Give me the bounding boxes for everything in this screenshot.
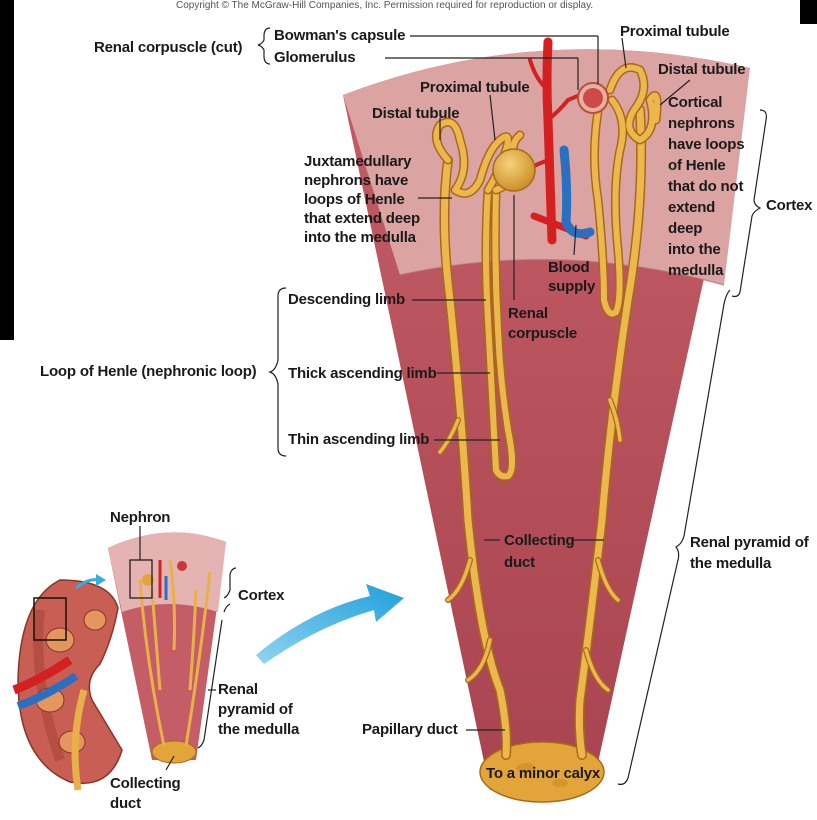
dark-border-left	[0, 0, 14, 340]
copyright-notice: Copyright © The McGraw-Hill Companies, I…	[176, 0, 593, 11]
label-collecting-duct-main: Collecting duct	[504, 530, 575, 574]
label-cortex-main: Cortex	[766, 196, 812, 215]
small-wedge	[108, 526, 236, 770]
renal-corpuscle-juxtamedullary	[493, 149, 535, 191]
label-papillary-duct: Papillary duct	[362, 720, 458, 739]
label-collecting-duct-small: Collecting duct	[110, 774, 181, 814]
label-distal-tubule-left: Distal tubule	[372, 104, 459, 123]
label-blood-supply: Blood supply	[548, 258, 595, 296]
label-loop-of-henle: Loop of Henle (nephronic loop)	[40, 362, 256, 381]
label-bowmans-capsule: Bowman's capsule	[274, 26, 405, 45]
label-renal-pyramid-main: Renal pyramid of the medulla	[690, 532, 809, 574]
label-nephron: Nephron	[110, 508, 170, 527]
label-renal-corpuscle: Renal corpuscle	[508, 304, 577, 344]
label-renal-corpuscle-cut: Renal corpuscle (cut)	[94, 38, 242, 57]
label-juxtamedullary-nephrons: Juxtamedullary nephrons have loops of He…	[304, 152, 420, 247]
dark-border-right	[800, 0, 817, 24]
label-cortical-nephrons: Cortical nephrons have loops of Henle th…	[668, 92, 744, 281]
label-to-minor-calyx: To a minor calyx	[486, 764, 600, 783]
label-cortex-small: Cortex	[238, 586, 284, 605]
kidney-illustration	[14, 574, 122, 790]
label-thin-ascending-limb: Thin ascending limb	[288, 430, 429, 449]
label-thick-ascending-limb: Thick ascending limb	[288, 364, 437, 383]
label-renal-pyramid-small: Renal pyramid of the medulla	[218, 680, 299, 740]
label-proximal-tubule-mid: Proximal tubule	[420, 78, 530, 97]
label-distal-tubule-right: Distal tubule	[658, 60, 745, 79]
label-proximal-tubule-top: Proximal tubule	[620, 22, 730, 41]
label-glomerulus: Glomerulus	[274, 48, 355, 67]
label-descending-limb: Descending limb	[288, 290, 405, 309]
